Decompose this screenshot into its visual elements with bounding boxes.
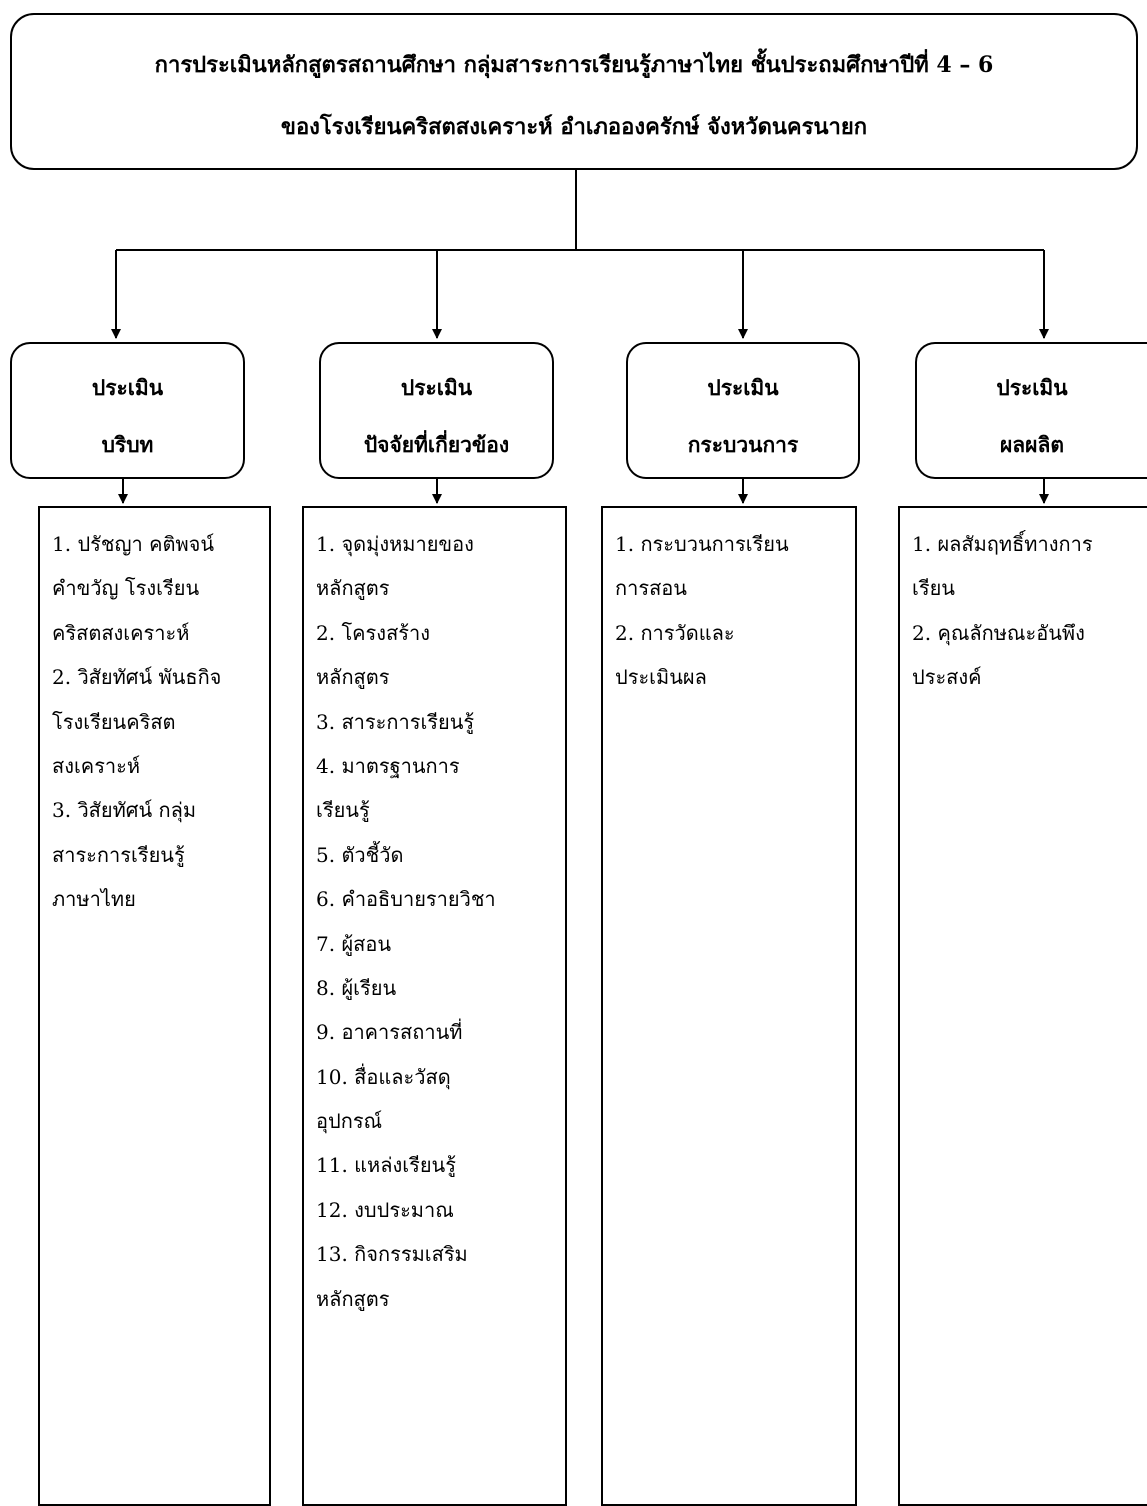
process-detail-box: 1. กระบวนการเรียนการสอน 2. การวัดและประเม… (601, 506, 857, 1506)
detail-item: คริสตสงเคราะห์ (52, 620, 190, 645)
product-evaluation-title: ผลผลิต (1000, 432, 1064, 457)
detail-item: 6. คำอธิบายรายวิชา (316, 887, 496, 912)
process-detail-list: 1. กระบวนการเรียนการสอน 2. การวัดและประเม… (603, 508, 855, 700)
detail-item: 3. สาระการเรียนรู้ (316, 709, 475, 734)
detail-item: 1. กระบวนการเรียน (615, 532, 789, 556)
detail-item: หลักสูตร (316, 665, 390, 690)
context-detail-list: 1. ปรัชญา คติพจน์คำขวัญ โรงเรียนคริสตสงเ… (40, 508, 269, 922)
detail-item: 1. ปรัชญา คติพจน์ (52, 532, 215, 556)
detail-item: 2. วิสัยทัศน์ พันธกิจ (52, 665, 222, 690)
detail-item: ประสงค์ (912, 665, 982, 690)
detail-item: 1. ผลสัมฤทธิ์ทางการ (912, 532, 1093, 556)
title-line-2: ของโรงเรียนคริสตสงเคราะห์ อำเภอองครักษ์ … (280, 114, 868, 140)
input-evaluation-box: ประเมิน ปัจจัยที่เกี่ยวข้อง (319, 342, 554, 479)
detail-item: 2. โครงสร้าง (316, 620, 431, 645)
detail-item: 10. สื่อและวัสดุ (316, 1064, 451, 1089)
process-evaluation-title: กระบวนการ (687, 432, 799, 457)
detail-item: คำขวัญ โรงเรียน (52, 576, 200, 601)
detail-item: อุปกรณ์ (316, 1109, 383, 1134)
context-detail-box: 1. ปรัชญา คติพจน์คำขวัญ โรงเรียนคริสตสงเ… (38, 506, 271, 1506)
context-evaluation-title: บริบท (101, 432, 154, 457)
detail-item: 12. งบประมาณ (316, 1197, 454, 1222)
detail-item: หลักสูตร (316, 576, 390, 601)
product-detail-box: 1. ผลสัมฤทธิ์ทางการเรียน 2. คุณลักษณะอันพ… (898, 506, 1147, 1506)
detail-item: 4. มาตรฐานการ (316, 753, 460, 778)
detail-item: 3. วิสัยทัศน์ กลุ่ม (52, 798, 197, 823)
detail-item: สาระการเรียนรู้ (52, 842, 185, 867)
detail-item: 13. กิจกรรมเสริม (316, 1242, 468, 1267)
detail-item: 7. ผู้สอน (316, 931, 392, 956)
detail-item: 2. การวัดและ (615, 620, 735, 645)
product-evaluation-label: ประเมิน (996, 375, 1068, 400)
detail-item: 5. ตัวชี้วัด (316, 842, 404, 867)
detail-item: ประเมินผล (615, 665, 707, 690)
detail-item: 8. ผู้เรียน (316, 975, 397, 1000)
title-line-1: การประเมินหลักสูตรสถานศึกษา กลุ่มสาระการ… (154, 52, 994, 78)
input-evaluation-title: ปัจจัยที่เกี่ยวข้อง (363, 432, 510, 457)
detail-item: 1. จุดมุ่งหมายของ (316, 532, 474, 556)
detail-item: 2. คุณลักษณะอันพึง (912, 620, 1085, 645)
detail-item: โรงเรียนคริสต (52, 709, 176, 734)
product-evaluation-box: ประเมิน ผลผลิต (915, 342, 1147, 479)
title-box: การประเมินหลักสูตรสถานศึกษา กลุ่มสาระการ… (10, 13, 1138, 170)
process-evaluation-label: ประเมิน (707, 375, 779, 400)
detail-item: สงเคราะห์ (52, 753, 141, 778)
detail-item: หลักสูตร (316, 1286, 390, 1311)
product-detail-list: 1. ผลสัมฤทธิ์ทางการเรียน 2. คุณลักษณะอันพ… (900, 508, 1147, 700)
process-evaluation-box: ประเมิน กระบวนการ (626, 342, 860, 479)
detail-item: เรียนรู้ (316, 798, 370, 823)
input-evaluation-label: ประเมิน (400, 375, 473, 400)
context-evaluation-box: ประเมิน บริบท (10, 342, 245, 479)
detail-item: ภาษาไทย (52, 887, 136, 912)
detail-item: 9. อาคารสถานที่ (316, 1020, 463, 1045)
detail-item: เรียน (912, 576, 955, 601)
detail-item: การสอน (615, 576, 687, 601)
context-evaluation-label: ประเมิน (91, 375, 164, 400)
detail-item: 11. แหล่งเรียนรู้ (316, 1153, 456, 1178)
